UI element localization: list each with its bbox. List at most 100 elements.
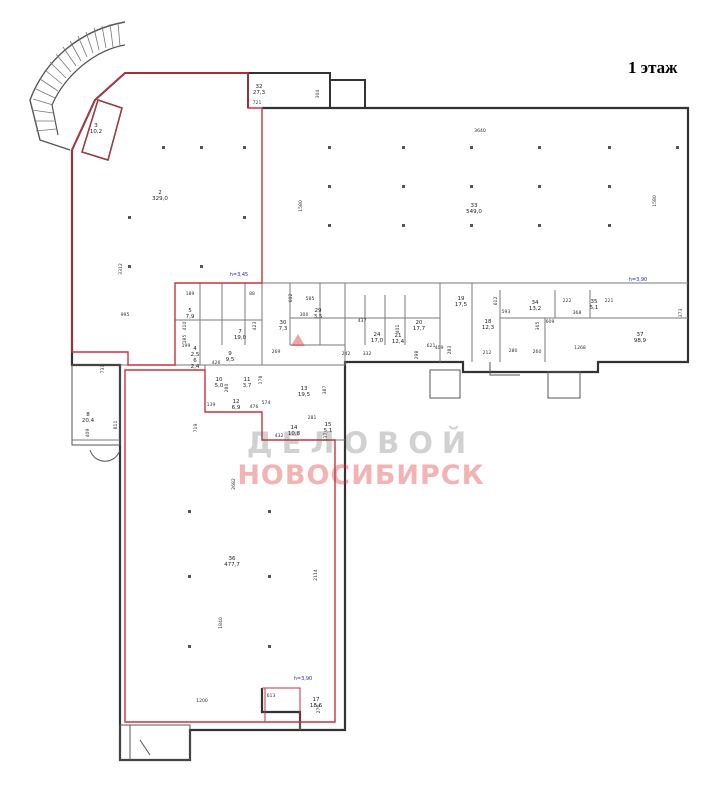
room-area: 20,4 bbox=[82, 418, 95, 424]
room-number: 2 bbox=[158, 190, 162, 196]
room-area: 5,1 bbox=[590, 305, 599, 311]
dimension-label: 300 bbox=[300, 312, 309, 318]
dimension-label: 283 bbox=[447, 346, 453, 355]
stair-south bbox=[119, 724, 191, 761]
room-area: 477,7 bbox=[224, 562, 240, 568]
dimension-label: 178 bbox=[258, 376, 264, 385]
room-area: 10,2 bbox=[90, 129, 102, 135]
dimension-label: 2682 bbox=[231, 478, 237, 490]
room-number: 12 bbox=[233, 399, 240, 405]
dimension-label: 437 bbox=[358, 318, 367, 324]
dimension-label: 365 bbox=[535, 322, 541, 331]
stair-block-north bbox=[247, 72, 366, 108]
dimension-label: 613 bbox=[267, 693, 276, 699]
room-number: 24 bbox=[374, 332, 381, 338]
room-number: 33 bbox=[471, 203, 478, 209]
room-area: 2,5 bbox=[191, 352, 200, 358]
room-area: 5,0 bbox=[215, 383, 224, 389]
room-area: 12,4 bbox=[392, 339, 405, 345]
room-number: 15 bbox=[325, 422, 332, 428]
building-structure bbox=[29, 21, 690, 762]
dimension-label: 995 bbox=[121, 312, 130, 318]
dimension-label: 1200 bbox=[196, 698, 208, 704]
outline-room-3 bbox=[81, 99, 123, 161]
stair-west-entrance bbox=[71, 364, 121, 462]
room-area: 3,5 bbox=[314, 314, 323, 320]
curved-stair-outer bbox=[29, 21, 126, 151]
outer-wall-northwest bbox=[71, 72, 248, 151]
room-area: 549,0 bbox=[466, 209, 482, 215]
room-area: 5,1 bbox=[324, 428, 333, 434]
dimension-label: 280 bbox=[224, 384, 230, 393]
dimension-label: 1268 bbox=[574, 345, 586, 351]
room-number: 21 bbox=[395, 333, 402, 339]
room-area: 12,3 bbox=[482, 325, 495, 331]
curved-stair-inner bbox=[51, 44, 126, 136]
room-area: 10,8 bbox=[288, 431, 301, 437]
room-area: 17,0 bbox=[371, 338, 384, 344]
dimension-label: 585 bbox=[306, 296, 315, 302]
dimension-label: 3312 bbox=[118, 263, 124, 275]
room-number: 35 bbox=[591, 299, 598, 305]
dimension-label: 222 bbox=[563, 298, 572, 304]
ceiling-height-label: h=3,90 bbox=[294, 676, 313, 682]
room-number: 13 bbox=[301, 386, 308, 392]
dimension-label: 621 bbox=[427, 343, 436, 349]
room-area: 2,4 bbox=[191, 364, 200, 370]
dimension-label: 1580 bbox=[652, 195, 658, 207]
dimension-label: 2114 bbox=[313, 569, 319, 581]
room-number: 17 bbox=[313, 697, 320, 703]
dimension-label: 593 bbox=[502, 309, 511, 315]
dimension-label: 602 bbox=[288, 294, 294, 303]
room-number: 30 bbox=[280, 320, 287, 326]
dimension-label: 612 bbox=[493, 297, 499, 306]
room-area: 13,2 bbox=[529, 306, 541, 312]
dimension-label: 410 bbox=[182, 322, 188, 331]
dimension-label: 280 bbox=[509, 348, 518, 354]
room-area: 19,0 bbox=[234, 335, 247, 341]
dimension-label: 304 bbox=[315, 90, 321, 99]
room-number: 36 bbox=[229, 556, 236, 562]
height-labels: h=3,45h=3,90h=3,90 bbox=[230, 272, 648, 682]
outline-area-west bbox=[71, 72, 263, 366]
dimension-label: 281 bbox=[308, 415, 317, 421]
dimension-label: 721 bbox=[253, 100, 262, 106]
dimension-label: 609 bbox=[546, 319, 555, 325]
room-number: 8 bbox=[86, 412, 90, 418]
dimension-label: 212 bbox=[483, 350, 492, 356]
steps-east bbox=[429, 362, 581, 399]
dimension-label: 423 bbox=[252, 322, 258, 331]
room-number: 18 bbox=[485, 319, 492, 325]
dimension-label: 409 bbox=[435, 345, 444, 351]
dimension-label: 270 bbox=[316, 705, 322, 714]
dimension-label: 221 bbox=[605, 298, 614, 304]
dimension-label: 432 bbox=[275, 433, 284, 439]
dimension-label: 719 bbox=[193, 424, 199, 433]
dimension-label: 260 bbox=[533, 349, 542, 355]
dimension-label: 1840 bbox=[218, 617, 224, 629]
dimension-label: 332 bbox=[363, 351, 372, 357]
room-number: 29 bbox=[315, 308, 322, 314]
